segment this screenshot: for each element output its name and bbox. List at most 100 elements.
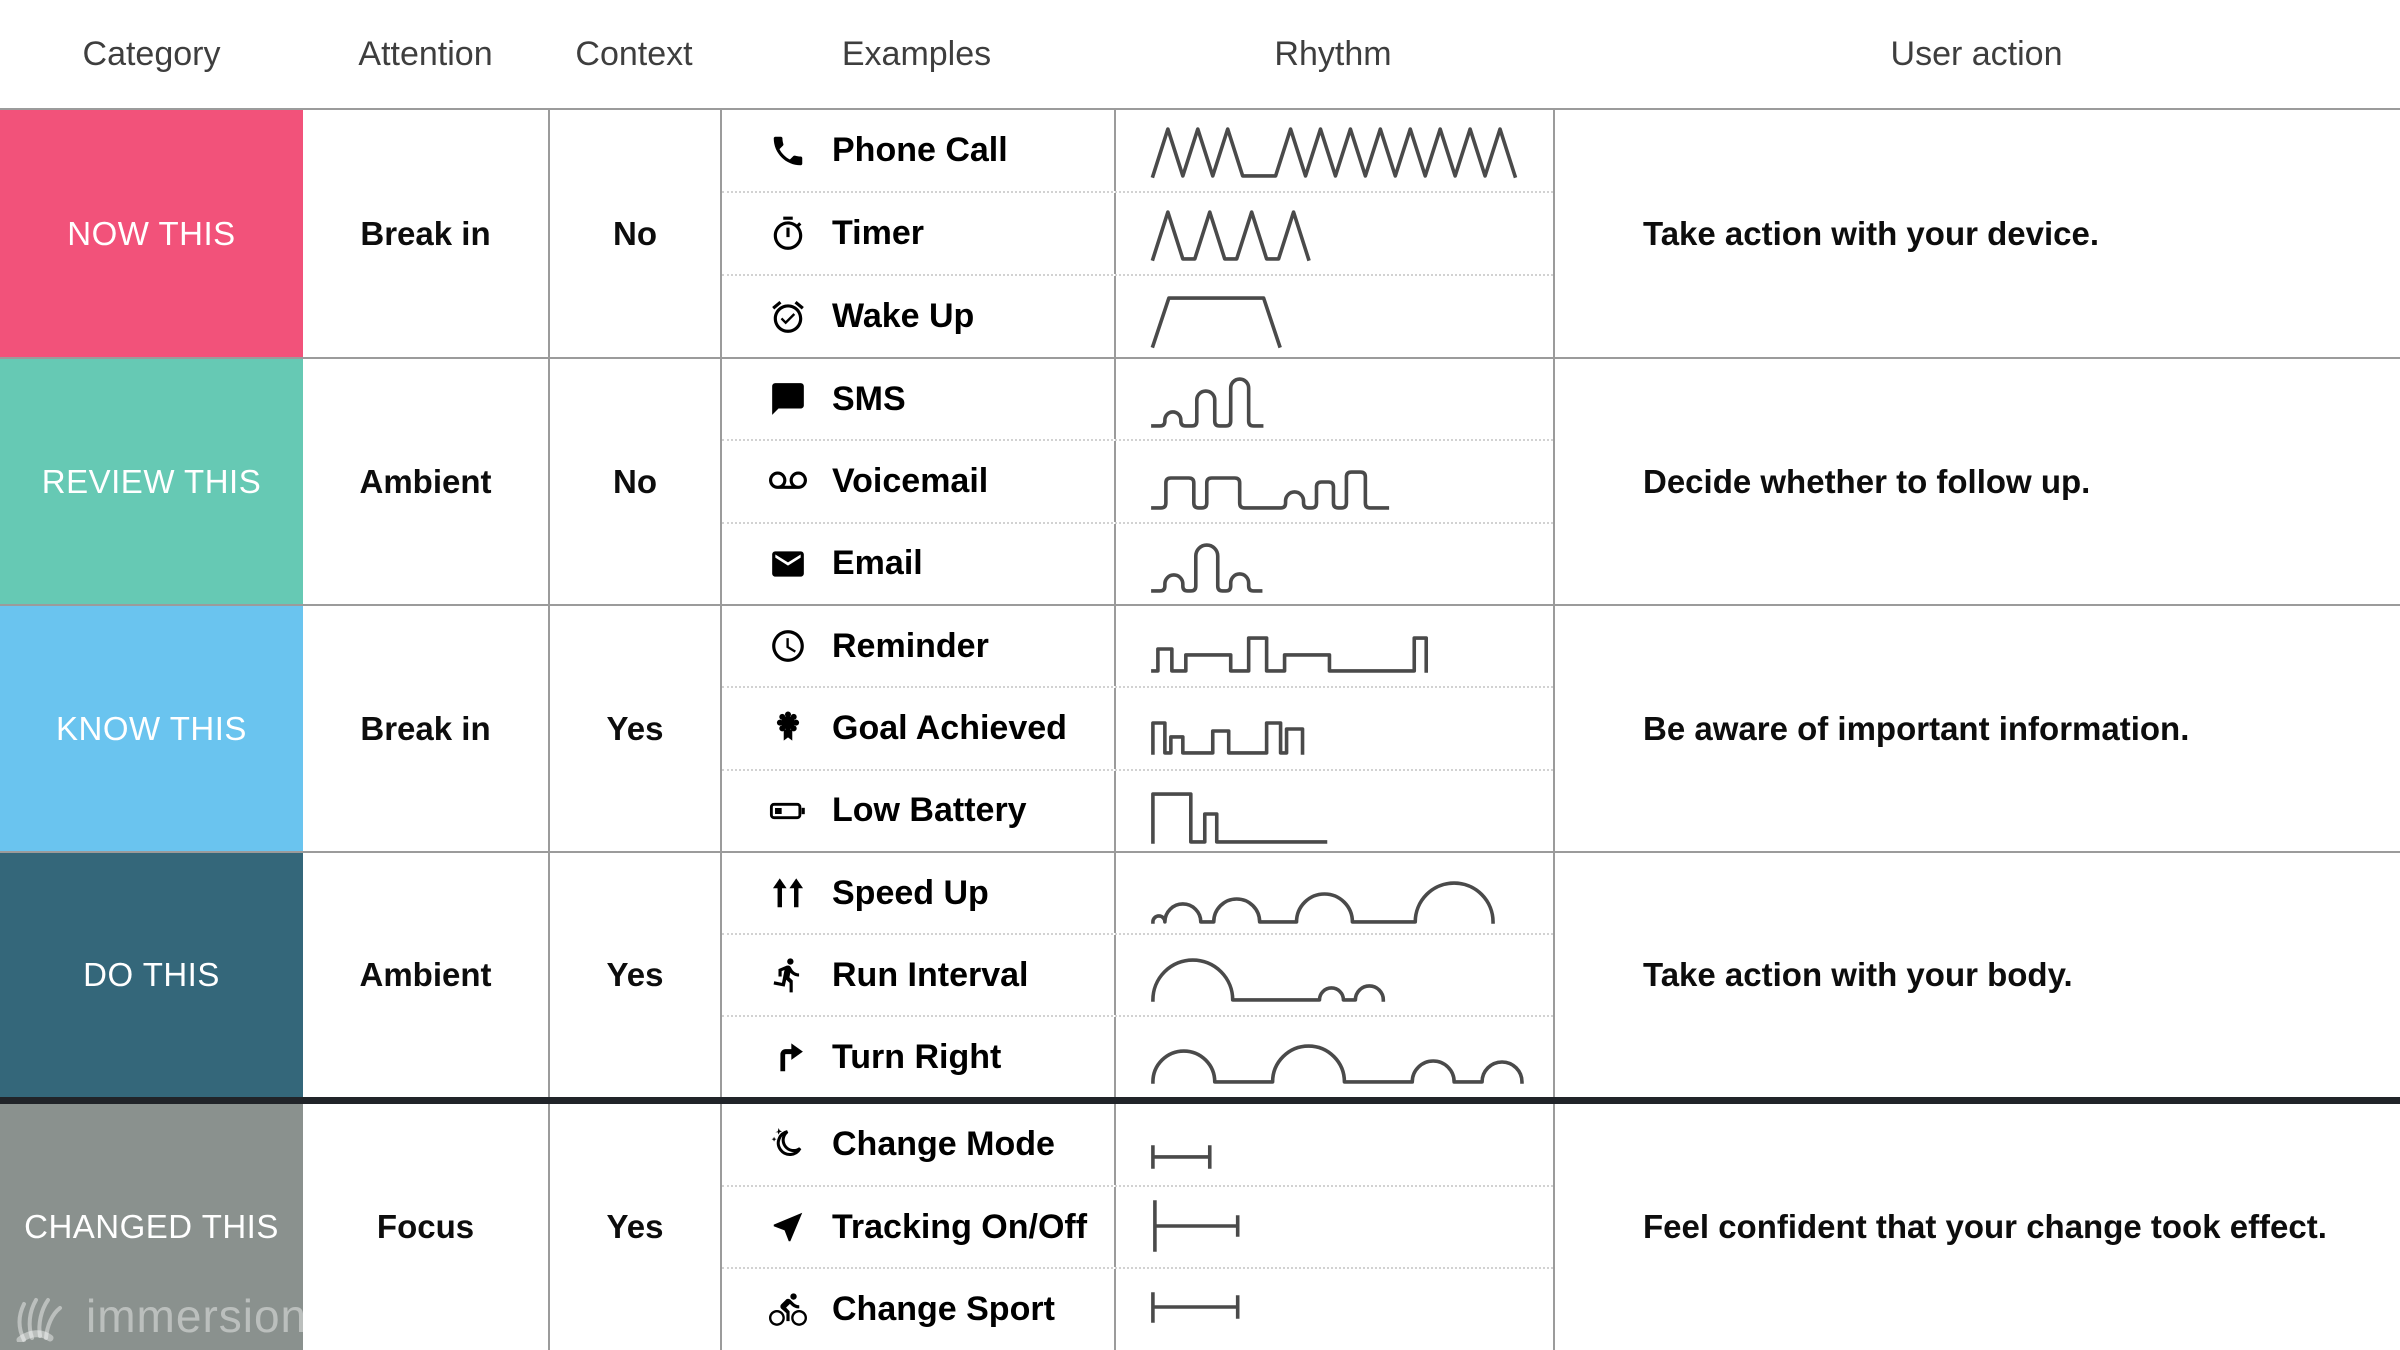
example-cell: Speed Up <box>722 853 1114 933</box>
attention-value: Ambient <box>359 462 492 500</box>
example-label: Tracking On/Off <box>832 1207 1088 1246</box>
rhythm-cell <box>1114 1186 1553 1268</box>
example-subrow-wake-up: Wake Up <box>722 274 1553 357</box>
column-header-context: Context <box>575 34 693 73</box>
voicemail-icon <box>768 461 808 501</box>
rhythm-cell <box>1114 1269 1553 1350</box>
example-cell: Reminder <box>722 606 1114 686</box>
rhythm-waveform-change-sport <box>1151 1291 1240 1323</box>
example-cell: SMS <box>722 359 1114 439</box>
timer-icon <box>768 214 808 254</box>
chat-bubble-icon <box>768 379 808 419</box>
rhythm-waveform-phone-call <box>1150 126 1518 178</box>
example-cell: Change Sport <box>722 1269 1114 1350</box>
category-label: REVIEW THIS <box>41 462 262 500</box>
user-action-cell: Take action with your body. <box>1553 853 2400 1097</box>
context-value: Yes <box>606 956 664 993</box>
example-label: Email <box>832 544 923 583</box>
column-header-rhythm: Rhythm <box>1274 34 1392 73</box>
context-cell: No <box>548 110 720 357</box>
rhythm-cell <box>1114 853 1553 933</box>
example-subrow-reminder: Reminder <box>722 606 1553 687</box>
rhythm-waveform-wake-up <box>1150 295 1282 348</box>
rhythm-cell <box>1114 770 1553 851</box>
rhythm-waveform-sms <box>1151 377 1264 428</box>
example-label: Goal Achieved <box>832 708 1067 747</box>
category-cell-know-this: KNOW THIS <box>0 606 303 851</box>
category-label: NOW THIS <box>67 214 236 252</box>
example-cell: Tracking On/Off <box>722 1187 1114 1268</box>
rhythm-cell <box>1114 110 1553 191</box>
rhythm-cell <box>1114 935 1553 1015</box>
example-subrow-email: Email <box>722 521 1553 604</box>
context-value: No <box>613 214 657 252</box>
context-cell: Yes <box>548 606 720 851</box>
context-value: Yes <box>606 1208 664 1245</box>
user-action-cell: Feel confident that your change took eff… <box>1553 1104 2400 1350</box>
attention-cell: Ambient <box>303 853 548 1097</box>
category-cell-do-this: DO THIS <box>0 853 303 1097</box>
clock-icon <box>768 626 808 666</box>
phone-icon <box>768 131 808 171</box>
rhythm-cell <box>1114 359 1553 440</box>
example-cell: Goal Achieved <box>722 688 1114 768</box>
rhythm-waveform-turn-right <box>1151 1044 1524 1084</box>
attention-value: Break in <box>360 709 491 747</box>
rhythm-waveform-low-battery <box>1151 792 1328 844</box>
example-subrow-goal-achieved: Goal Achieved <box>722 686 1553 769</box>
example-cell: Timer <box>722 193 1114 274</box>
rhythm-waveform-goal-achieved <box>1151 721 1305 756</box>
email-icon <box>768 544 808 584</box>
attention-value: Ambient <box>359 956 492 993</box>
category-cell-now-this: NOW THIS <box>0 110 303 357</box>
rhythm-cell <box>1114 193 1553 274</box>
example-label: SMS <box>832 379 906 418</box>
rhythm-waveform-reminder <box>1151 636 1429 673</box>
user-action-text: Decide whether to follow up. <box>1643 462 2091 500</box>
context-value: No <box>613 462 657 500</box>
rhythm-cell <box>1114 688 1553 769</box>
attention-value: Break in <box>360 214 491 252</box>
runner-icon <box>768 955 808 995</box>
alarm-check-icon <box>768 297 808 337</box>
attention-cell: Break in <box>303 110 548 357</box>
bike-icon <box>768 1290 808 1330</box>
user-action-cell: Take action with your device. <box>1553 110 2400 357</box>
example-subrow-phone-call: Phone Call <box>722 110 1553 191</box>
moon-icon <box>768 1124 808 1164</box>
example-subrow-run-interval: Run Interval <box>722 933 1553 1015</box>
rhythm-waveform-timer <box>1150 209 1311 261</box>
example-subrow-change-sport: Change Sport <box>722 1267 1553 1350</box>
user-action-cell: Decide whether to follow up. <box>1553 359 2400 604</box>
user-action-text: Be aware of important information. <box>1643 709 2190 747</box>
rhythm-waveform-tracking-on-off <box>1153 1200 1240 1252</box>
example-label: Change Mode <box>832 1124 1055 1163</box>
category-label: KNOW THIS <box>56 709 247 747</box>
category-label: DO THIS <box>83 956 220 993</box>
rhythm-waveform-change-mode <box>1151 1145 1212 1170</box>
medal-icon <box>768 708 808 748</box>
rhythm-waveform-email <box>1151 543 1263 593</box>
example-label: Low Battery <box>832 791 1027 830</box>
example-subrow-low-battery: Low Battery <box>722 768 1553 851</box>
example-label: Turn Right <box>832 1037 1002 1076</box>
example-label: Reminder <box>832 626 989 665</box>
user-action-text: Feel confident that your change took eff… <box>1643 1208 2327 1245</box>
example-cell: Change Mode <box>722 1104 1114 1185</box>
column-header-attention: Attention <box>358 34 493 73</box>
context-cell: Yes <box>548 1104 720 1350</box>
example-label: Voicemail <box>832 461 989 500</box>
example-subrow-turn-right: Turn Right <box>722 1015 1553 1097</box>
table-header: Category Attention Context Examples Rhyt… <box>0 0 2400 110</box>
rhythm-cell <box>1114 523 1553 604</box>
example-subrow-timer: Timer <box>722 191 1553 274</box>
category-cell-review-this: REVIEW THIS <box>0 359 303 604</box>
